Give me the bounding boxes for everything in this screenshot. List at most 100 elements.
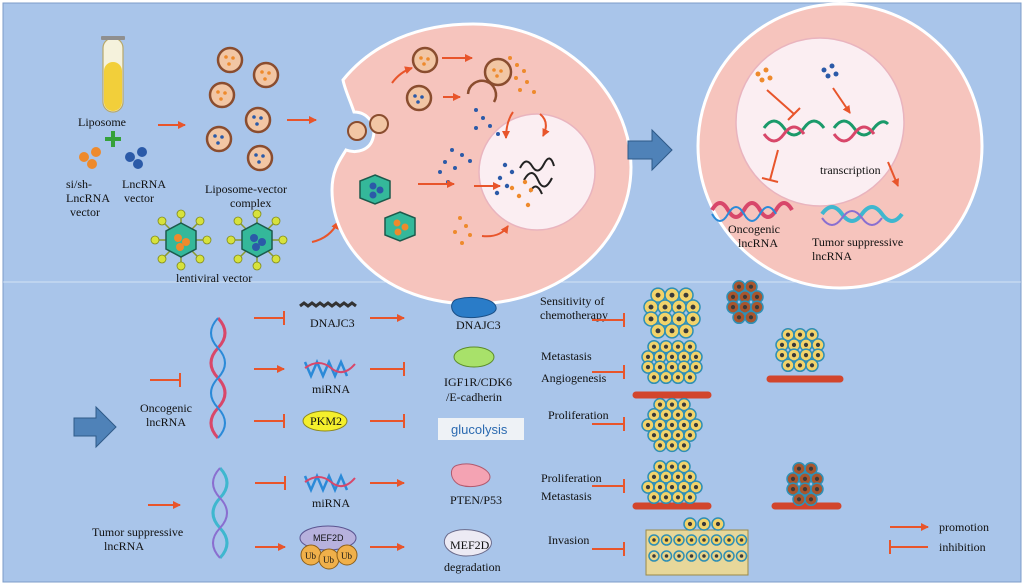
- mef2d-protein-icon: [443, 529, 492, 557]
- glucolysis-label: glucolysis: [451, 422, 508, 437]
- mirna-label-1: miRNA: [312, 382, 350, 396]
- tumor-cell-nucleus: [663, 474, 669, 479]
- tumor-suppressive-label: Tumor suppressive: [92, 525, 183, 539]
- sirna-vector-dots-icon: [79, 147, 101, 169]
- sensitivity-label: Sensitivity of: [540, 294, 604, 308]
- tumor-cell-nucleus: [652, 538, 656, 542]
- tumor-cell-nucleus: [675, 344, 681, 349]
- tumor-cell-nucleus: [676, 316, 682, 322]
- tumor-cell-nucleus: [669, 464, 675, 469]
- tumor-cell-nucleus: [693, 422, 699, 428]
- inhibit-row5-out: [592, 542, 625, 556]
- tumor-cell-nucleus: [742, 305, 748, 310]
- tumor-cell-nucleus: [663, 433, 669, 438]
- mirna-strand-1: [304, 362, 356, 374]
- tumor-cell-nucleus: [809, 332, 815, 337]
- tumor-cell-nucleus: [681, 464, 687, 469]
- tumor-cell-nucleus: [669, 328, 675, 334]
- tumor-cell-nucleus: [648, 304, 654, 310]
- inhibition-to-oncogenic: [150, 373, 181, 387]
- glucolysis-box: [438, 418, 524, 440]
- tumor-cell-nucleus: [689, 554, 694, 558]
- tumor-cell-nucleus: [814, 487, 820, 492]
- tumor-cell-nucleus: [676, 304, 682, 310]
- tumor-suppressive-label-2: lncRNA: [104, 539, 144, 553]
- igf1r-label: IGF1R/CDK6: [444, 375, 512, 389]
- tumor-cell-nucleus: [714, 538, 719, 542]
- liposome-vector-label: Liposome-vector: [205, 182, 287, 196]
- tumor-cell-nucleus: [645, 422, 651, 428]
- mirna-strand-2: [304, 476, 356, 488]
- chemotherapy-label: chemotherapy: [540, 308, 608, 322]
- tumor-cell-nucleus: [797, 363, 803, 368]
- tumor-cell-nucleus: [742, 294, 748, 299]
- tumor-cell-nucleus: [657, 464, 663, 469]
- tumor-cell-nucleus: [803, 342, 809, 347]
- ub-label-2: Ub: [323, 555, 334, 565]
- pkm2-badge: [302, 410, 348, 432]
- pkm2-label: PKM2: [310, 414, 342, 428]
- tumor-cell-nucleus: [657, 354, 663, 359]
- cell-expression-icon: [696, 2, 984, 290]
- pten-protein-icon: [451, 463, 491, 488]
- tumor-cell-nucleus: [727, 554, 731, 558]
- tumor-cell-nucleus: [655, 292, 661, 298]
- tumor-cell-nucleus: [675, 375, 681, 380]
- tumor-cell-nucleus: [645, 485, 651, 490]
- tumor-cell-nucleus: [648, 316, 654, 322]
- promotion-arrow-lentivirus: [311, 221, 339, 243]
- inhibit-row2-out: [592, 365, 625, 379]
- oncogenic-lncrna-top-label-2: lncRNA: [738, 236, 778, 250]
- metastasis-label-2: Metastasis: [541, 489, 592, 503]
- si-sh-label: si/sh-: [66, 177, 92, 191]
- tumor-cell-nucleus: [655, 328, 661, 334]
- tumor-cell-nucleus: [754, 305, 760, 310]
- tumor-cell-nucleus: [730, 305, 736, 310]
- dnajc3-gene-icon: [299, 301, 357, 308]
- mirna-label-2: miRNA: [312, 496, 350, 510]
- tumor-cell-nucleus: [693, 485, 699, 490]
- tumor-cell-nucleus: [791, 342, 797, 347]
- tumor-cell-nucleus: [651, 344, 657, 349]
- pten-p53-label: PTEN/P53: [450, 493, 502, 507]
- tumor-cell-nucleus: [736, 284, 742, 289]
- inhibit-row3-out: [592, 417, 625, 431]
- tumor-cell-nucleus: [651, 412, 657, 417]
- tumor-cell-nucleus: [690, 316, 696, 322]
- tumor-cell-nucleus: [730, 294, 736, 299]
- tumor-cell-nucleus: [797, 332, 803, 337]
- tumor-cell-nucleus: [808, 466, 814, 471]
- dnajc3-protein-icon: [451, 296, 497, 318]
- dnajc3-gene-label: DNAJC3: [310, 316, 355, 330]
- tumor-cell-nucleus: [687, 495, 693, 500]
- tumor-cell-nucleus: [681, 354, 687, 359]
- tumor-cell-nucleus: [714, 554, 719, 558]
- tumor-cell-nucleus: [663, 412, 669, 417]
- big-arrow-bottom-icon: [73, 405, 117, 449]
- tumor-cell-nucleus: [662, 304, 668, 310]
- tumor-cell-nucleus: [808, 497, 814, 502]
- inhibit-row2: [370, 362, 405, 376]
- tumor-cell-nucleus: [802, 487, 808, 492]
- tumor-cell-nucleus: [790, 487, 796, 492]
- ecadherin-label: /E-cadherin: [446, 390, 502, 404]
- oncogenic-lncrna-helix-icon: [209, 316, 227, 440]
- tumor-cell-nucleus: [657, 402, 663, 407]
- tumor-cell-nucleus: [754, 294, 760, 299]
- tumor-cell-nucleus: [779, 342, 785, 347]
- tumor-cell-nucleus: [748, 284, 754, 289]
- tumor-cell-nucleus: [791, 353, 797, 358]
- metastasis-label: Metastasis: [541, 349, 592, 363]
- suppressive-lncrna-helix-icon: [211, 466, 229, 560]
- mirna-icon-1: [303, 358, 349, 380]
- tumor-cell-nucleus: [683, 292, 689, 298]
- vector-right-label: vector: [124, 191, 154, 205]
- tumor-cell-nucleus: [739, 554, 744, 558]
- tumor-cell-nucleus: [675, 412, 681, 417]
- tumor-cell-nucleus: [687, 474, 693, 479]
- tumor-cell-nucleus: [675, 433, 681, 438]
- tumor-cell-nucleus: [687, 433, 693, 438]
- tumor-cell-nucleus: [664, 554, 669, 558]
- tumor-cell-nucleus: [663, 344, 669, 349]
